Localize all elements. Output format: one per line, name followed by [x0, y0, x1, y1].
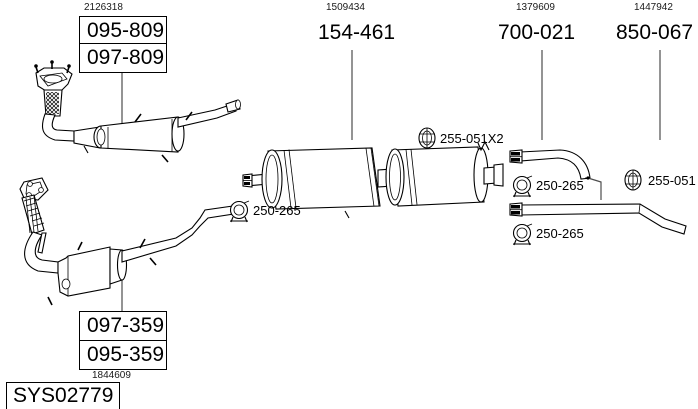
- fitting-label-255-051[interactable]: 255-051: [648, 173, 696, 188]
- tailpipe-upper: [177, 102, 237, 128]
- ref-number-1509434: 1509434: [326, 2, 365, 13]
- muffler-drum-1: [261, 147, 381, 210]
- fitting-label-255-051x2[interactable]: 255-051X2: [440, 131, 504, 146]
- long-tail-pipe: [509, 176, 687, 235]
- fitting-label-250-265-c[interactable]: 250-265: [536, 226, 584, 241]
- intermediate-pipe-lower: [121, 204, 241, 263]
- part-number-154-461[interactable]: 154-461: [318, 21, 396, 44]
- front-pipe-assembly-upper: [34, 60, 241, 163]
- fitting-label-250-265-b[interactable]: 250-265: [536, 178, 584, 193]
- muffler-drum-2: [385, 146, 489, 207]
- part-number-097-359[interactable]: 097-359: [79, 311, 167, 341]
- catalytic-converter-assembly-lower: [19, 177, 246, 306]
- ref-number-1447942: 1447942: [634, 2, 673, 13]
- exhaust-clamp-icon-c: [512, 223, 533, 246]
- ref-number-2126318: 2126318: [84, 2, 123, 13]
- flex-pipe-upper: [43, 89, 63, 117]
- fitting-label-250-265-a[interactable]: 250-265: [253, 203, 301, 218]
- short-pipe-socket: [509, 149, 523, 164]
- exhaust-gasket-icon-a: [418, 127, 436, 149]
- part-number-700-021[interactable]: 700-021: [498, 21, 576, 44]
- part-number-850-067[interactable]: 850-067: [616, 21, 694, 44]
- exhaust-clamp-icon-b: [512, 175, 533, 198]
- muffler-outlet-stub: [483, 163, 504, 187]
- downpipe-upper: [41, 113, 75, 142]
- part-number-097-809[interactable]: 097-809: [79, 43, 167, 73]
- flex-pipe-lower: [21, 194, 45, 235]
- ref-number-1379609: 1379609: [516, 2, 555, 13]
- center-muffler-assembly: [242, 140, 504, 219]
- flange-bracket-upper: [34, 60, 73, 92]
- leader-lines: [121, 27, 661, 312]
- exhaust-clamp-icon-a: [229, 200, 250, 223]
- catalytic-converter-body: [37, 232, 128, 297]
- part-number-095-359[interactable]: 095-359: [79, 340, 167, 370]
- system-code-badge[interactable]: SYS02779: [6, 382, 121, 409]
- resonator-upper: [73, 116, 185, 153]
- ref-number-1844609: 1844609: [92, 370, 131, 381]
- exhaust-gasket-icon-b: [624, 169, 642, 191]
- short-bent-pipe: [509, 149, 591, 180]
- part-number-095-809[interactable]: 095-809: [79, 16, 167, 46]
- tail-pipe-socket: [509, 202, 523, 217]
